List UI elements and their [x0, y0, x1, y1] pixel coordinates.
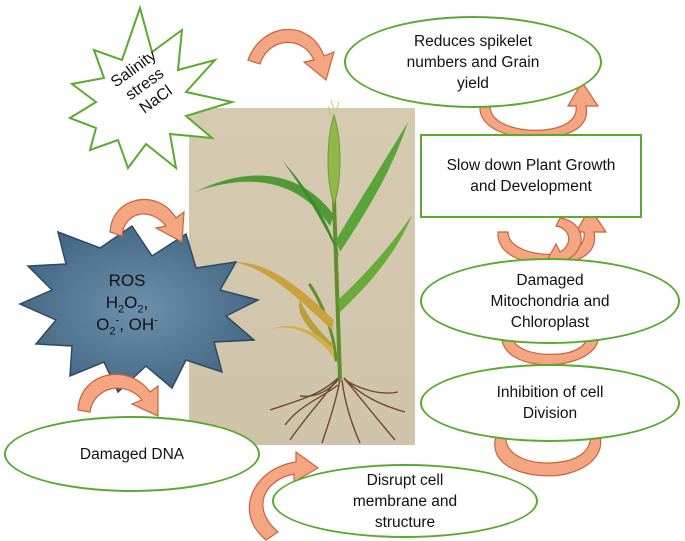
arrow-stress-to-ros: [109, 199, 185, 243]
node-inhibition-cell-division: Inhibition of cell Division: [420, 364, 680, 442]
node-slow-growth: Slow down Plant Growth and Development: [420, 134, 642, 218]
node-reduces-spikelet: Reduces spikelet numbers and Grain yield: [344, 16, 602, 108]
ros-line-1: ROS: [108, 271, 146, 290]
arrow-stress-to-yield: [247, 28, 335, 82]
ros-line-3: O2-, OH-: [96, 314, 158, 338]
node-damaged-mitochondria: Damaged Mitochondria and Chloroplast: [420, 258, 680, 344]
arrow-ros-to-dna: [77, 373, 159, 417]
node-damaged-dna: Damaged DNA: [4, 416, 260, 492]
salinity-stress-burst: [67, 4, 236, 171]
ros-line-2: H2O2,: [105, 293, 149, 316]
ros-label: ROS H2O2, O2-, OH-: [62, 270, 192, 338]
node-disrupt-membrane: Disrupt cell membrane and structure: [272, 464, 538, 538]
arrow-dna-to-membrane: [248, 450, 320, 541]
ros-burst: [18, 224, 261, 394]
